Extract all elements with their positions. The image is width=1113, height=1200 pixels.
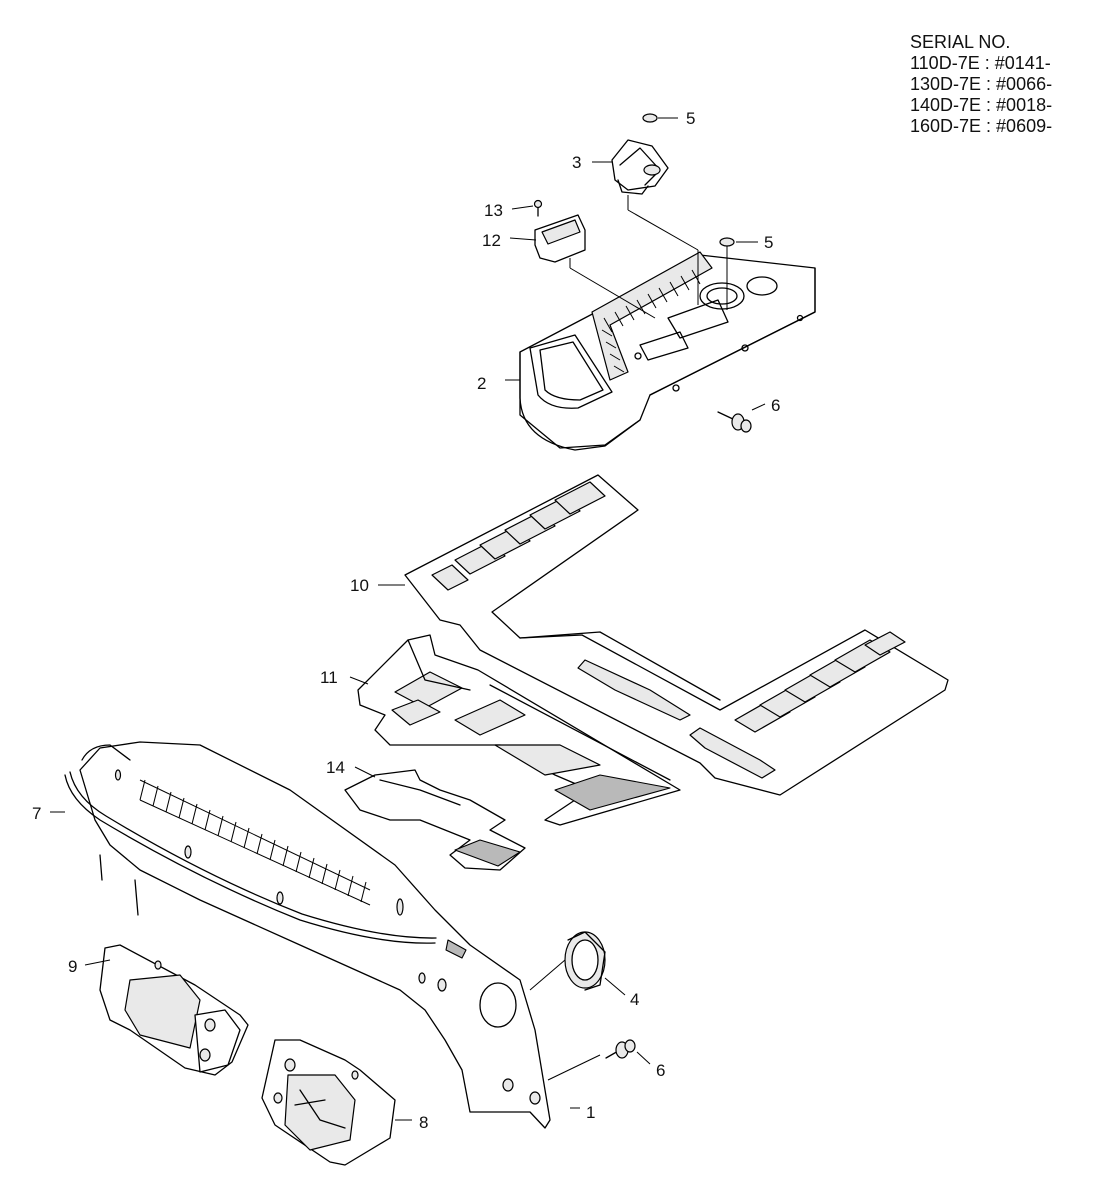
- callout-11: 11: [320, 668, 338, 687]
- callout-7: 7: [32, 804, 41, 823]
- floor-mat-part: [404, 474, 949, 796]
- callout-13: 13: [484, 201, 503, 220]
- storage-tray-part: [534, 214, 656, 319]
- console-housing-part: [519, 251, 816, 451]
- callout-10: 10: [350, 576, 369, 595]
- under-mat-part: [357, 634, 681, 826]
- mat-insert-part: [344, 769, 526, 871]
- left-duct-part: [99, 944, 249, 1076]
- serial-line: 130D-7E : #0066-: [910, 74, 1053, 94]
- callout-5-upper: 5: [686, 109, 695, 128]
- grommet-lower-part: [719, 237, 735, 247]
- callout-9: 9: [68, 957, 77, 976]
- serial-line: 140D-7E : #0018-: [910, 95, 1053, 115]
- serial-line: 160D-7E : #0609-: [910, 116, 1053, 136]
- callout-5-lower: 5: [764, 233, 773, 252]
- callout-6-upper: 6: [771, 396, 780, 415]
- switch-bracket-part: [611, 139, 699, 305]
- serial-title: SERIAL NO.: [910, 32, 1011, 52]
- callout-2: 2: [477, 374, 486, 393]
- callout-14: 14: [326, 758, 345, 777]
- grommet-upper-part: [642, 113, 658, 123]
- serial-number-block: SERIAL NO. 110D-7E : #0141- 130D-7E : #0…: [910, 32, 1052, 137]
- bolt-upper-part: [717, 411, 752, 433]
- leader-lines: [50, 117, 766, 1121]
- dashboard-panel-part: [79, 741, 551, 1129]
- right-duct-part: [261, 1039, 396, 1166]
- callout-1: 1: [586, 1103, 595, 1122]
- tray-screw-part: [533, 199, 543, 217]
- weather-strip-part: [64, 744, 437, 944]
- callout-3: 3: [572, 153, 581, 172]
- callout-6-lower: 6: [656, 1061, 665, 1080]
- bolt-lower-part: [605, 1039, 636, 1059]
- ring-grommet-part: [564, 931, 606, 991]
- callout-4: 4: [630, 990, 639, 1009]
- callout-8: 8: [419, 1113, 428, 1132]
- serial-line: 110D-7E : #0141-: [910, 53, 1051, 73]
- callout-12: 12: [482, 231, 501, 250]
